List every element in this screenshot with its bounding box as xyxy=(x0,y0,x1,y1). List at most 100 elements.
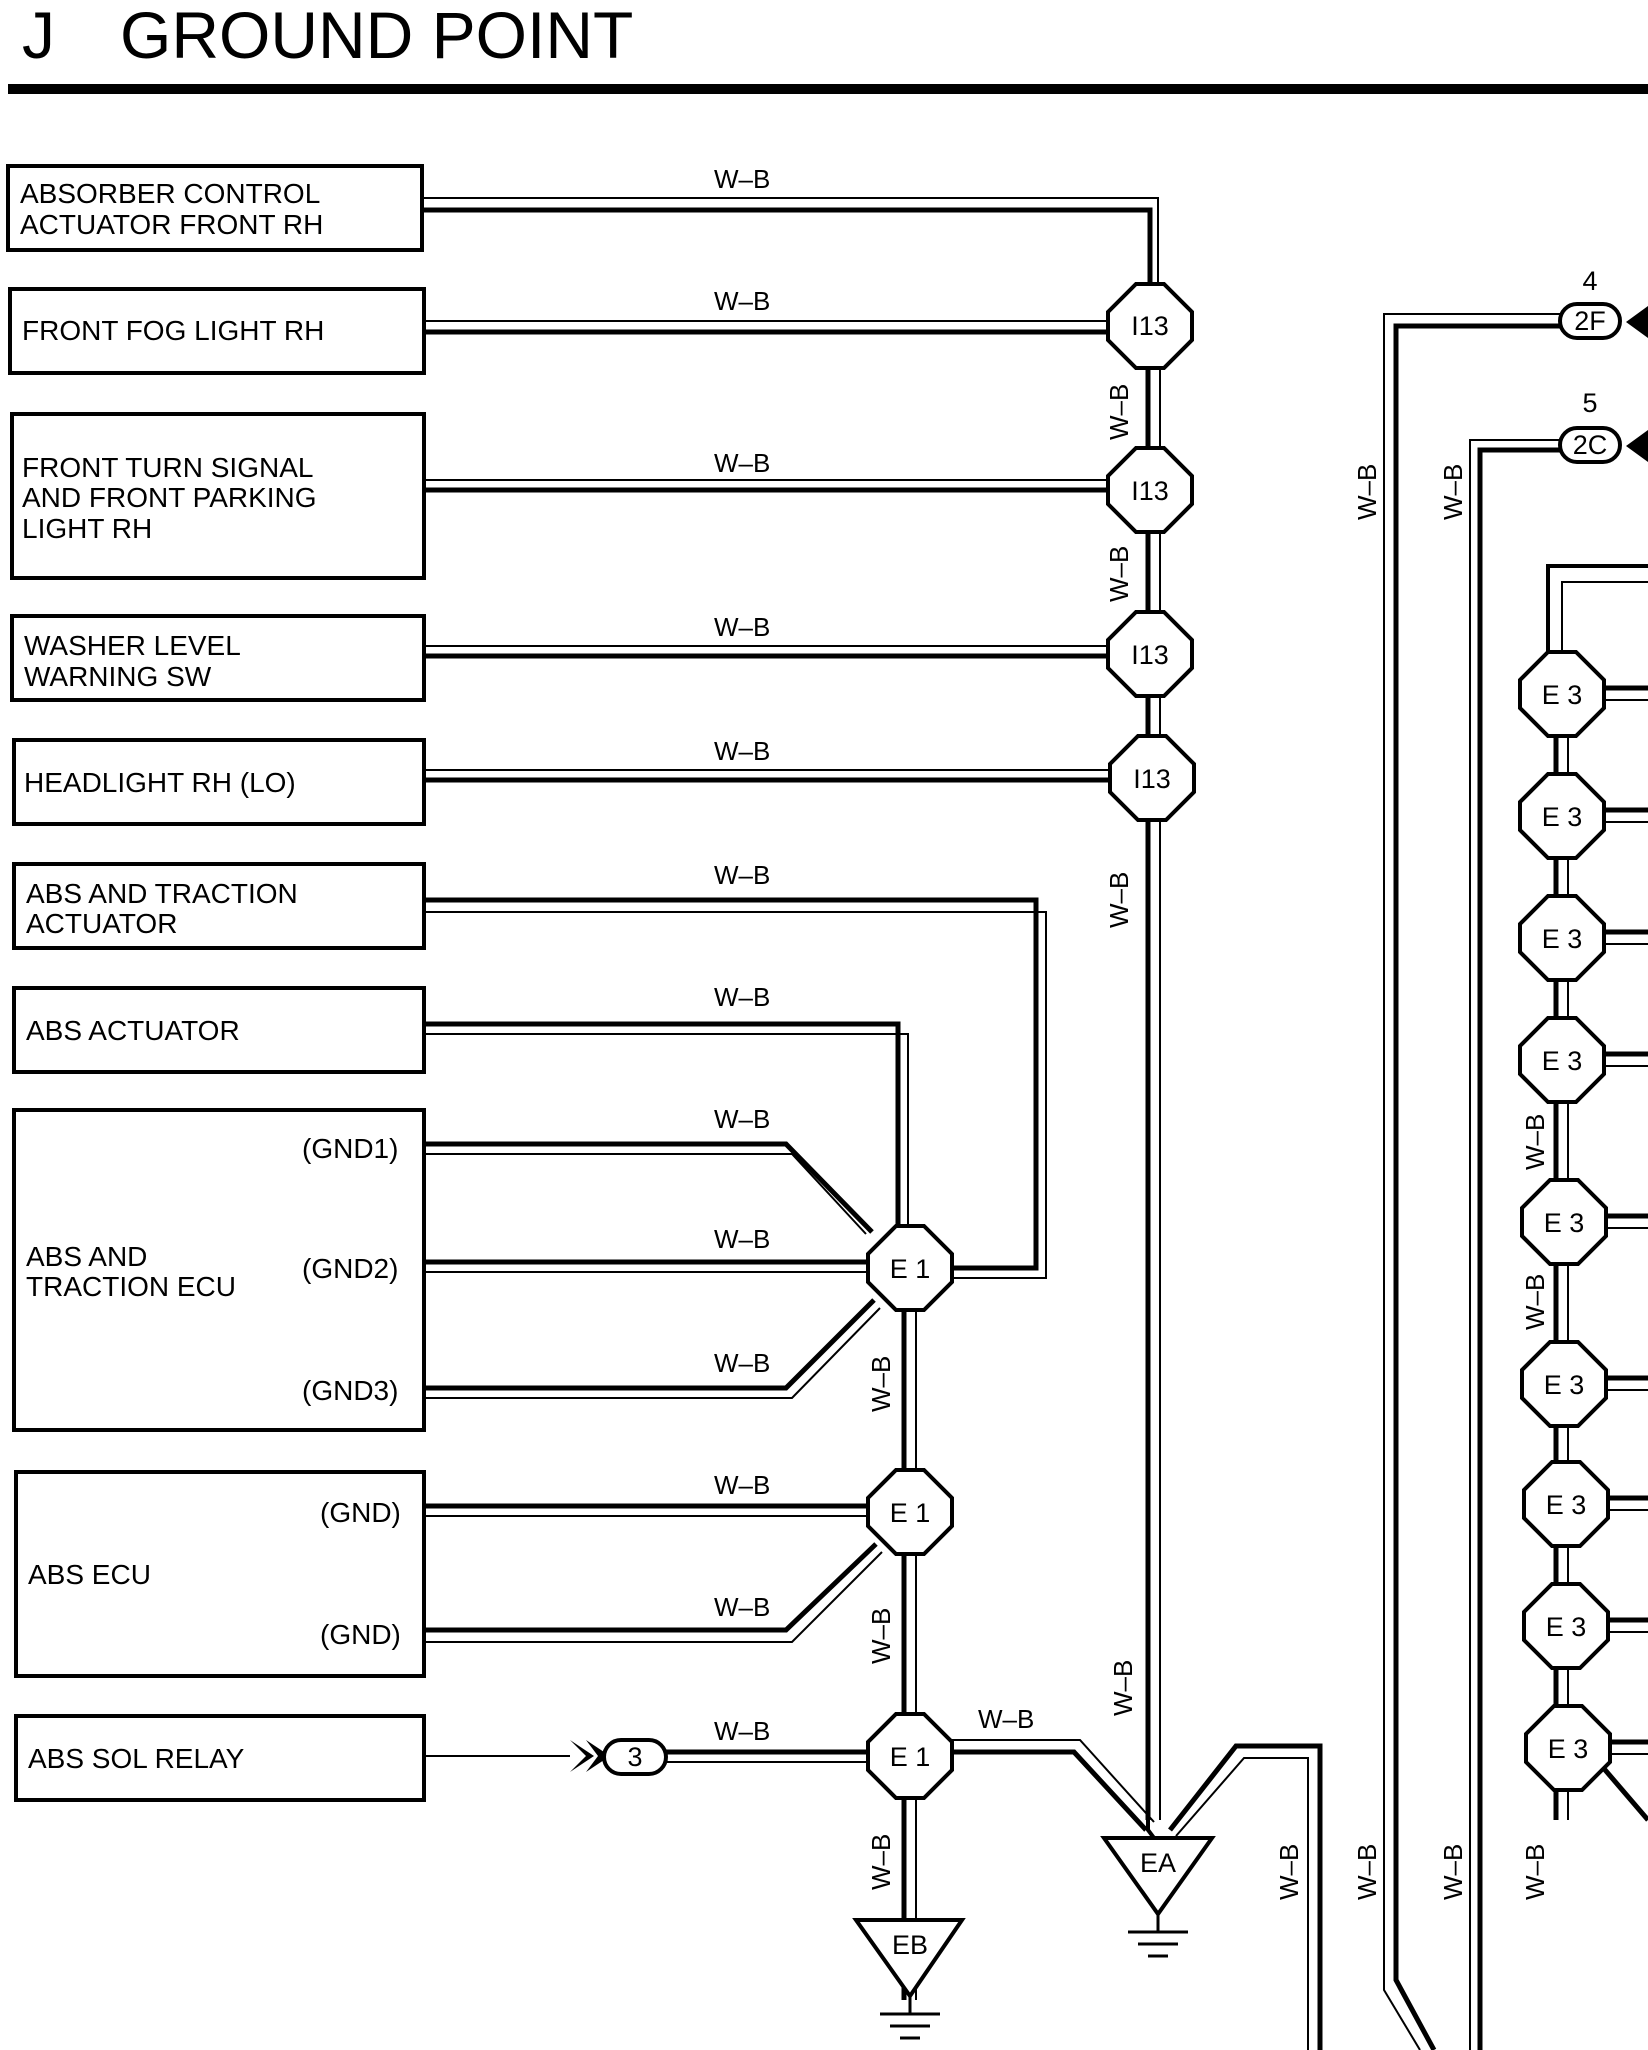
connector-2f[interactable]: 4 2F xyxy=(1558,266,1648,340)
label-headlight: HEADLIGHT RH (LO) xyxy=(24,767,296,798)
pin-label-gnd-b: (GND) xyxy=(320,1619,401,1650)
wire-label: W–B xyxy=(866,1356,896,1412)
wire-ea-right xyxy=(1168,1743,1323,2050)
junction-e3-1[interactable]: E 3 xyxy=(1518,650,1606,738)
wire-gnd2 xyxy=(424,1259,872,1273)
component-box-abs-traction-actuator xyxy=(12,862,426,950)
junction-connectors: I13 I13 I13 I13 E 1 E 1 E 1 E xyxy=(866,282,1612,1800)
svg-text:E 3: E 3 xyxy=(1544,1370,1585,1400)
connector-2c-label: 2C xyxy=(1573,430,1608,460)
label-abs-traction-ecu-1: ABS AND xyxy=(26,1241,147,1272)
wire-label: W–B xyxy=(714,448,770,478)
wire-abs-traction-actuator xyxy=(424,897,1047,1279)
connector-2c-pin: 5 xyxy=(1582,388,1597,418)
wire-label: W–B xyxy=(714,860,770,890)
junction-e1-1[interactable]: E 1 xyxy=(866,1224,954,1312)
pin-label-gnd-a: (GND) xyxy=(320,1497,401,1528)
wire-label: W–B xyxy=(1520,1844,1550,1900)
wire-abs-ecu-gnd-b xyxy=(424,1542,883,1643)
wire-label: W–B xyxy=(1104,384,1134,440)
pin-label-gnd1: (GND1) xyxy=(302,1133,398,1164)
svg-text:I13: I13 xyxy=(1131,311,1169,341)
junction-i13-1[interactable]: I13 xyxy=(1106,282,1194,370)
wire-e1-to-ea xyxy=(952,1739,1155,1832)
wire-label: W–B xyxy=(1352,1844,1382,1900)
wire-label: W–B xyxy=(714,1470,770,1500)
pin-labels: (GND1) (GND2) (GND3) (GND) (GND) xyxy=(302,1133,401,1650)
junction-e3-6[interactable]: E 3 xyxy=(1520,1340,1608,1428)
junction-e1-3[interactable]: E 1 xyxy=(866,1712,954,1800)
wire-e3-stubs xyxy=(1598,685,1648,1822)
junction-i13-4[interactable]: I13 xyxy=(1108,734,1196,822)
svg-text:E 3: E 3 xyxy=(1544,1208,1585,1238)
wire-label: W–B xyxy=(1352,464,1382,520)
junction-e1-2[interactable]: E 1 xyxy=(866,1468,954,1556)
ground-label-eb: EB xyxy=(892,1930,928,1960)
wire-label: W–B xyxy=(978,1704,1034,1734)
svg-text:I13: I13 xyxy=(1131,640,1169,670)
wire-label: W–B xyxy=(866,1834,896,1890)
wire-label: W–B xyxy=(714,1224,770,1254)
label-abs-actuator: ABS ACTUATOR xyxy=(26,1015,240,1046)
wire-label: W–B xyxy=(1438,464,1468,520)
arrow-icon xyxy=(570,1740,594,1772)
component-box-abs-actuator xyxy=(12,986,426,1074)
wire-label: W–B xyxy=(714,164,770,194)
label-abs-traction-actuator-2: ACTUATOR xyxy=(26,908,177,939)
junction-i13-2[interactable]: I13 xyxy=(1106,446,1194,534)
junction-e3-7[interactable]: E 3 xyxy=(1522,1460,1610,1548)
junction-e3-9[interactable]: E 3 xyxy=(1524,1704,1612,1792)
arrow-icon xyxy=(1626,430,1648,462)
wire-label: W–B xyxy=(1274,1844,1304,1900)
ground-point-ea[interactable]: EA xyxy=(1100,1836,1216,1958)
wire-absorber xyxy=(422,197,1159,284)
svg-text:3: 3 xyxy=(627,1742,642,1772)
ground-label-ea: EA xyxy=(1140,1848,1176,1878)
svg-text:E 1: E 1 xyxy=(890,1254,931,1284)
label-turnsignal-2: AND FRONT PARKING xyxy=(22,482,317,513)
label-turnsignal-1: FRONT TURN SIGNAL xyxy=(22,452,313,483)
svg-text:E 3: E 3 xyxy=(1542,802,1583,832)
wire-c3-to-e1 xyxy=(664,1749,872,1763)
component-box-abs-traction-ecu xyxy=(12,1108,426,1432)
connector-2f-pin: 4 xyxy=(1582,266,1597,296)
junction-e3-8[interactable]: E 3 xyxy=(1522,1582,1610,1670)
junction-e3-5[interactable]: E 3 xyxy=(1520,1178,1608,1266)
wires xyxy=(422,197,1648,2050)
wire-label: W–B xyxy=(1104,546,1134,602)
wire-label: W–B xyxy=(714,1104,770,1134)
svg-text:I13: I13 xyxy=(1131,476,1169,506)
label-foglight: FRONT FOG LIGHT RH xyxy=(22,315,324,346)
arrow-icon xyxy=(1626,306,1648,338)
ground-point-eb[interactable]: EB xyxy=(852,1918,966,2040)
connector-2c[interactable]: 5 2C xyxy=(1558,388,1648,464)
svg-text:E 1: E 1 xyxy=(890,1742,931,1772)
junction-i13-3[interactable]: I13 xyxy=(1106,610,1194,698)
wire-label: W–B xyxy=(714,612,770,642)
component-box-abs-sol-relay xyxy=(14,1714,426,1802)
junction-e3-3[interactable]: E 3 xyxy=(1518,894,1606,982)
wire-washer xyxy=(424,645,1106,659)
svg-text:E 3: E 3 xyxy=(1546,1612,1587,1642)
wire-headlight xyxy=(424,769,1108,783)
wire-abs-actuator xyxy=(424,1021,909,1226)
wire-label: W–B xyxy=(714,286,770,316)
wire-foglight xyxy=(424,320,1106,335)
svg-text:E 3: E 3 xyxy=(1542,924,1583,954)
wire-turnsignal xyxy=(424,479,1106,493)
title-rule xyxy=(8,84,1648,94)
section-letter: J xyxy=(22,0,55,72)
component-box-turnsignal xyxy=(10,412,426,580)
svg-text:I13: I13 xyxy=(1133,764,1171,794)
label-abs-ecu: ABS ECU xyxy=(28,1559,151,1590)
pin-label-gnd3: (GND3) xyxy=(302,1375,398,1406)
junction-e3-4[interactable]: E 3 xyxy=(1518,1016,1606,1104)
connector-3[interactable]: 3 xyxy=(570,1738,668,1776)
wire-label: W–B xyxy=(866,1608,896,1664)
junction-e3-2[interactable]: E 3 xyxy=(1518,772,1606,860)
component-box-abs-ecu xyxy=(14,1470,426,1678)
wire-e1-spine xyxy=(901,1310,917,2000)
ground-icon xyxy=(1128,1914,1188,1958)
wire-label: W–B xyxy=(714,1716,770,1746)
